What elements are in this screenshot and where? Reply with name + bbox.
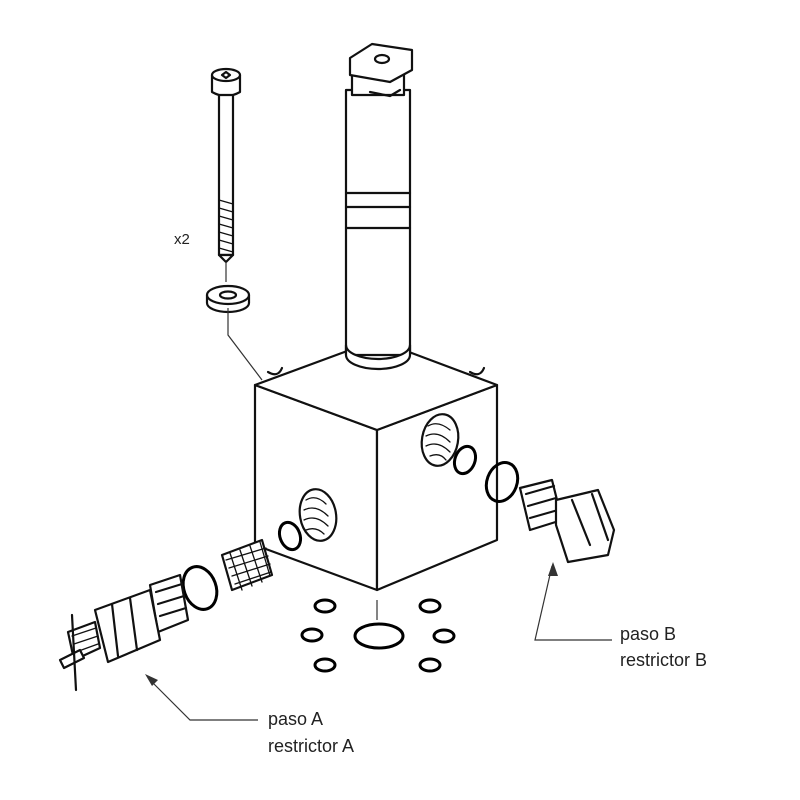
restrictor-a-label: restrictor A — [268, 736, 354, 756]
port-b-label: paso B — [620, 624, 676, 644]
leader-b — [534, 565, 612, 641]
leader-b-arrow — [548, 562, 558, 576]
bolt — [210, 67, 242, 264]
bolt-leader-line — [227, 308, 263, 381]
bottom-o-rings — [300, 598, 456, 673]
solenoid-stem — [344, 42, 414, 371]
leader-a — [147, 677, 258, 721]
restrictor-b-assembly — [452, 444, 616, 641]
o-ring-b-large — [484, 461, 520, 503]
filter-screen — [220, 538, 274, 592]
port-a-label: paso A — [268, 709, 323, 729]
washer — [205, 284, 251, 314]
o-ring-a-small — [277, 520, 303, 552]
quantity-label: x2 — [174, 231, 190, 248]
leader-a-arrow — [145, 674, 158, 686]
o-ring-a-large — [181, 565, 219, 611]
restrictor-b-plug — [518, 478, 616, 564]
restrictor-a-assembly — [58, 520, 303, 721]
restrictor-b-label: restrictor B — [620, 650, 707, 670]
restrictor-a-valve — [58, 573, 190, 692]
valve-block — [253, 338, 499, 592]
port-b-hole — [420, 413, 460, 467]
o-ring-b-small — [452, 444, 478, 476]
port-a-hole — [298, 488, 338, 542]
